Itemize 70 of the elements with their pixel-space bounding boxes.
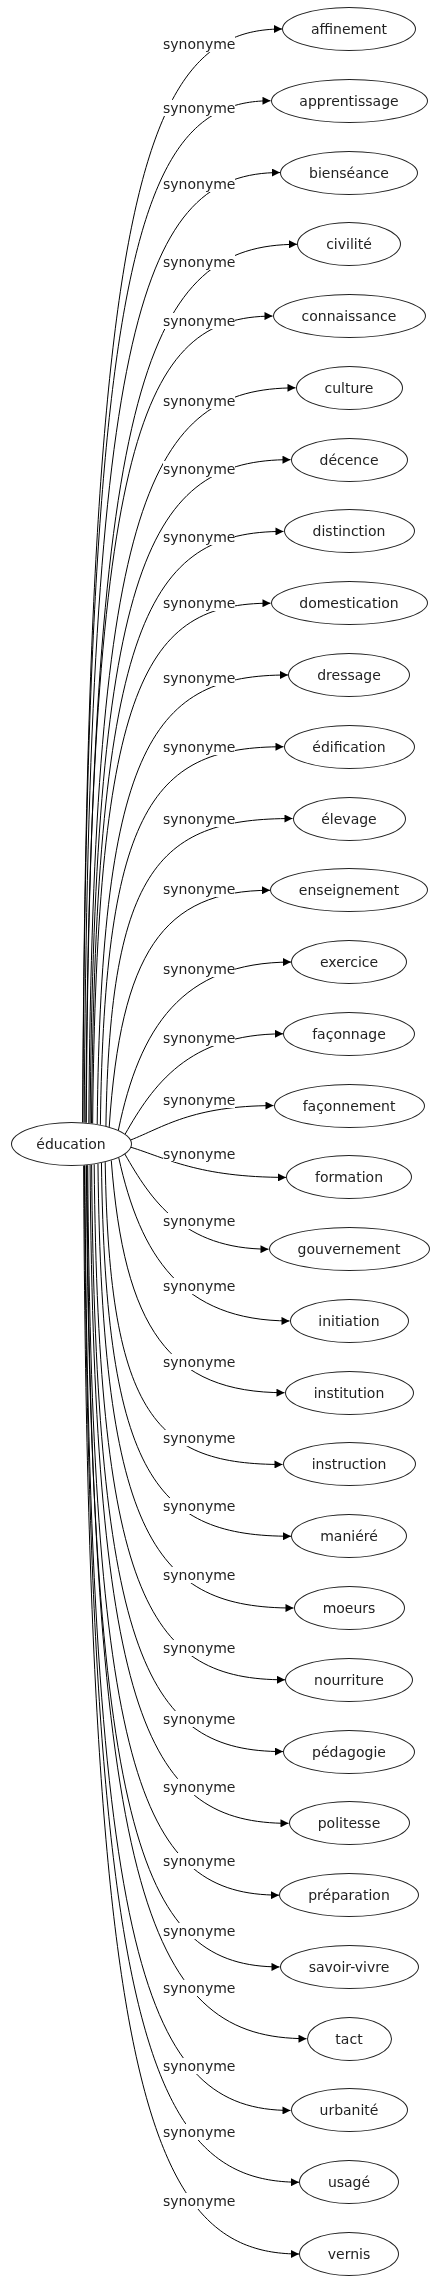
edge-label: synonyme (163, 1980, 236, 1997)
edge-label: synonyme (163, 1711, 236, 1727)
synonym-ellipse: gouvernement (268, 1227, 430, 1272)
synonym-ellipse: pédagogie (283, 1729, 415, 1774)
synonym-ellipse: enseignement (270, 868, 428, 913)
synonym-ellipse: élevage (292, 796, 406, 841)
synonym-ellipse: politesse (288, 1801, 410, 1846)
edge-label: synonyme (163, 1567, 236, 1584)
synonym-ellipse: bienséance (280, 150, 418, 195)
arrow (130, 1146, 287, 1182)
edge-label: synonyme (163, 254, 236, 271)
arrow (104, 1161, 283, 1469)
synonym-ellipse: décence (290, 437, 408, 482)
edge-label: synonyme (163, 1923, 236, 1940)
edge-label: synonyme (163, 35, 236, 52)
arrow (100, 1162, 292, 1540)
edge-label: synonyme (163, 1353, 236, 1370)
edge-label: synonyme (163, 1852, 236, 1869)
arrow (105, 814, 293, 1127)
synonym-ellipse: maniéré (291, 1514, 407, 1559)
edge-label: synonyme (163, 461, 236, 478)
synonym-ellipse: instruction (282, 1442, 416, 1487)
synonym-ellipse: façonnement (273, 1083, 425, 1128)
edge-label: synonyme (163, 100, 236, 117)
synonym-ellipse: tact (306, 2016, 392, 2061)
synonym-ellipse: initiation (289, 1298, 409, 1343)
synonym-ellipse: moeurs (293, 1586, 405, 1631)
synonym-ellipse: dressage (288, 652, 410, 697)
synonym-ellipse: édification (283, 724, 415, 769)
synonym-ellipse: civilité (297, 222, 401, 267)
synonym-ellipse: formation (286, 1155, 412, 1200)
synonym-ellipse: usagé (299, 2160, 399, 2205)
edge-label: synonyme (163, 1497, 236, 1514)
arrow (110, 1159, 285, 1397)
edge-label: synonyme (163, 2123, 236, 2140)
synonym-ellipse: urbanité (290, 2088, 408, 2133)
synonym-ellipse: préparation (279, 1873, 419, 1918)
edge-label: synonyme (163, 1430, 236, 1447)
arrow (99, 743, 284, 1126)
arrow (85, 241, 298, 1124)
arrow (85, 312, 273, 1124)
arrow (124, 1030, 284, 1135)
synonym-ellipse: affinement (282, 7, 416, 51)
arrow (97, 1163, 294, 1612)
synonym-ellipse: institution (284, 1370, 414, 1415)
synonym-ellipse: façonnage (283, 1011, 415, 1056)
edge-label: synonyme (163, 1213, 236, 1230)
synonym-ellipse: distinction (283, 509, 415, 554)
arrow (118, 1157, 290, 1325)
synonym-ellipse: savoir-vivre (279, 1944, 419, 1989)
edge-label: synonyme (163, 1278, 236, 1295)
edge-label: synonyme (163, 313, 236, 330)
synonym-ellipse: exercice (291, 940, 407, 985)
arrow (117, 958, 292, 1131)
synonym-ellipse: domestication (270, 581, 428, 626)
arrow (108, 886, 271, 1128)
synonym-ellipse: culture (295, 365, 403, 410)
edge-label: synonyme (163, 1778, 236, 1795)
synonym-ellipse: apprentissage (270, 78, 428, 123)
arrow (96, 671, 289, 1125)
arrow (92, 599, 271, 1124)
edge-label: synonyme (163, 393, 236, 410)
arrow (130, 1101, 274, 1141)
synonym-ellipse: connaissance (272, 294, 426, 339)
edge-label: synonyme (163, 2058, 236, 2074)
synonym-ellipse: vernis (299, 2232, 399, 2276)
edge-label: synonyme (163, 2192, 236, 2209)
edge-label: synonyme (163, 1639, 236, 1656)
central-term-ellipse: éducation (10, 1122, 132, 1166)
synonym-ellipse: nourriture (285, 1657, 413, 1702)
